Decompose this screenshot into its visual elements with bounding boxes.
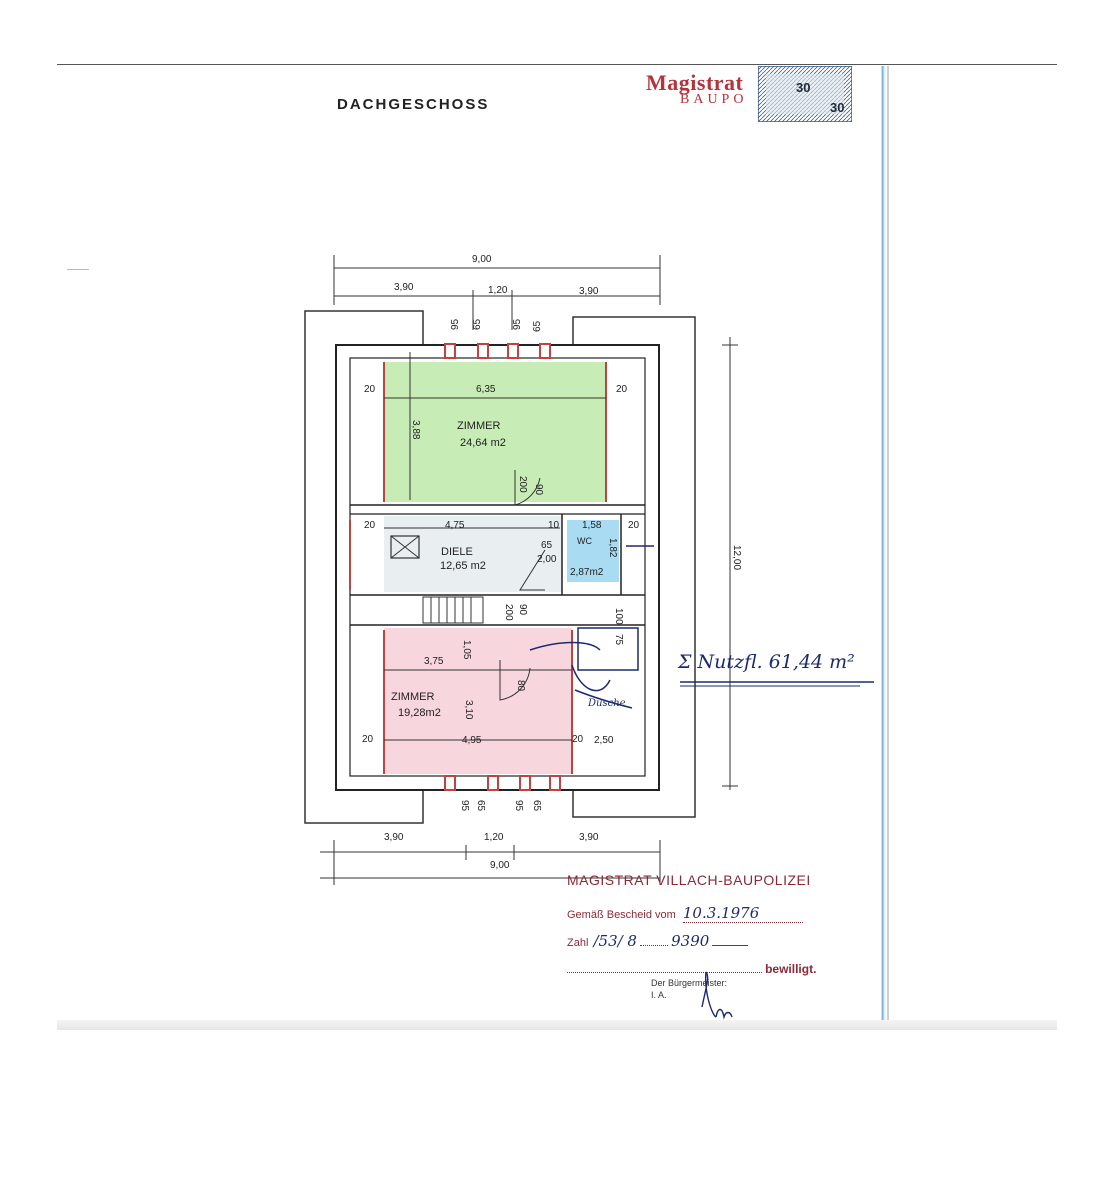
dim-misc-20b: 20 xyxy=(616,384,628,395)
dim-misc-80: 80 xyxy=(515,680,526,692)
dim-wc-depth: 1,82 xyxy=(607,538,618,558)
dim-top-left: 3,90 xyxy=(394,282,414,293)
dim-window-4: 65 xyxy=(532,320,543,332)
handwritten-total-area: Σ Nutzfl. 61,44 m² xyxy=(677,651,855,673)
dim-stair: 1,05 xyxy=(461,640,472,660)
dim-wc-door: 2,00 xyxy=(537,554,557,565)
approval-bewilligt: bewilligt. xyxy=(765,962,817,976)
dim-window-8: 65 xyxy=(531,800,542,812)
room1-area: 24,64 m2 xyxy=(460,437,506,449)
dim-top-mid: 1,20 xyxy=(488,285,508,296)
revenue-stamp: 30 30 xyxy=(758,66,852,122)
dim-bottom-left: 3,90 xyxy=(384,832,404,843)
dim-window-2: 65 xyxy=(472,318,483,330)
approval-heading: MAGISTRAT VILLACH-BAUPOLIZEI xyxy=(567,872,811,888)
top-rule xyxy=(57,64,1057,65)
approval-number: /53/ 8 xyxy=(593,932,637,950)
approval-label2: Zahl xyxy=(567,937,589,949)
dim-diele-width: 4,75 xyxy=(445,520,465,531)
dim-misc-20d: 20 xyxy=(628,520,640,531)
paper-edge-line xyxy=(887,66,889,1020)
sheet-bottom-edge xyxy=(57,1020,1057,1030)
room-fill-pink xyxy=(384,628,572,774)
revenue-value-2: 30 xyxy=(830,100,844,115)
dim-misc-10: 10 xyxy=(548,520,560,531)
dim-window-3: 95 xyxy=(512,318,523,330)
stamp-line1: Magistrat xyxy=(646,70,744,95)
room-fill-green xyxy=(384,362,606,502)
dim-misc-200b: 200 xyxy=(503,604,514,621)
magistrat-stamp: Magistrat BAUPO xyxy=(646,70,747,108)
dim-right-overall: 12,00 xyxy=(731,545,742,570)
approval-row3: bewilligt. xyxy=(567,962,816,976)
approval-signer: Der Bürgermeister: xyxy=(651,978,728,988)
dim-misc-100: 100 xyxy=(613,608,624,625)
approval-label1: Gemäß Bescheid vom xyxy=(567,909,676,921)
dim-wc-width: 1,58 xyxy=(582,520,602,531)
room-fill-diele xyxy=(384,516,562,592)
dim-misc-90a: 90 xyxy=(533,484,544,496)
dim-room1-width: 6,35 xyxy=(476,384,496,395)
dim-top-overall: 9,00 xyxy=(472,254,492,265)
revenue-value-1: 30 xyxy=(796,80,810,95)
signature xyxy=(701,971,733,1020)
margin-mark xyxy=(67,269,89,270)
approval-stamp: MAGISTRAT VILLACH-BAUPOLIZEI Gemäß Besch… xyxy=(567,872,837,1020)
dim-misc-20f: 20 xyxy=(572,734,584,745)
dim-bottom-right: 3,90 xyxy=(579,832,599,843)
dim-misc-20e: 20 xyxy=(362,734,374,745)
drawing-title: DACHGESCHOSS xyxy=(337,96,490,113)
room2-area: 19,28m2 xyxy=(398,707,441,719)
dim-misc-200a: 200 xyxy=(517,476,528,493)
dim-misc-90b: 90 xyxy=(517,604,528,616)
dim-bottom-overall: 9,00 xyxy=(490,860,510,871)
dim-window-5: 95 xyxy=(459,800,470,812)
dim-top-right: 3,90 xyxy=(579,286,599,297)
diele-name: DIELE xyxy=(441,546,473,558)
room-fill-wc xyxy=(567,520,619,582)
dim-misc-20c: 20 xyxy=(364,520,376,531)
dim-room2-width: 3,75 xyxy=(424,656,444,667)
room2-name: ZIMMER xyxy=(391,691,434,703)
dim-bottom-mid: 1,20 xyxy=(484,832,504,843)
approval-row2: Zahl /53/ 8 9390 xyxy=(567,932,749,950)
approval-number2: 9390 xyxy=(671,932,710,950)
room1-name: ZIMMER xyxy=(457,420,500,432)
approval-row1: Gemäß Bescheid vom 10.3.1976 xyxy=(567,904,803,923)
approval-date: 10.3.1976 xyxy=(682,904,760,922)
wc-name: WC xyxy=(577,536,592,546)
paper-edge xyxy=(876,66,888,1020)
wc-area: 2,87m2 xyxy=(570,567,604,578)
handwritten-dusche: Dusche xyxy=(587,698,626,709)
stamp-line2: BAUPO xyxy=(680,92,748,107)
dim-misc-20a: 20 xyxy=(364,384,376,395)
dim-room2-width2: 4,95 xyxy=(462,735,482,746)
dim-window-6: 65 xyxy=(475,800,486,812)
approval-ia: I. A. xyxy=(651,990,667,1000)
dim-room2-right: 2,50 xyxy=(594,735,614,746)
dim-window-1: 95 xyxy=(450,318,461,330)
dim-misc-75: 75 xyxy=(613,634,624,646)
dim-room1-depth: 3,88 xyxy=(410,420,421,440)
dim-window-7: 95 xyxy=(513,800,524,812)
dim-room2-depth: 3,10 xyxy=(463,700,474,720)
dim-wc-door-w: 65 xyxy=(541,540,553,551)
diele-area: 12,65 m2 xyxy=(440,560,486,572)
